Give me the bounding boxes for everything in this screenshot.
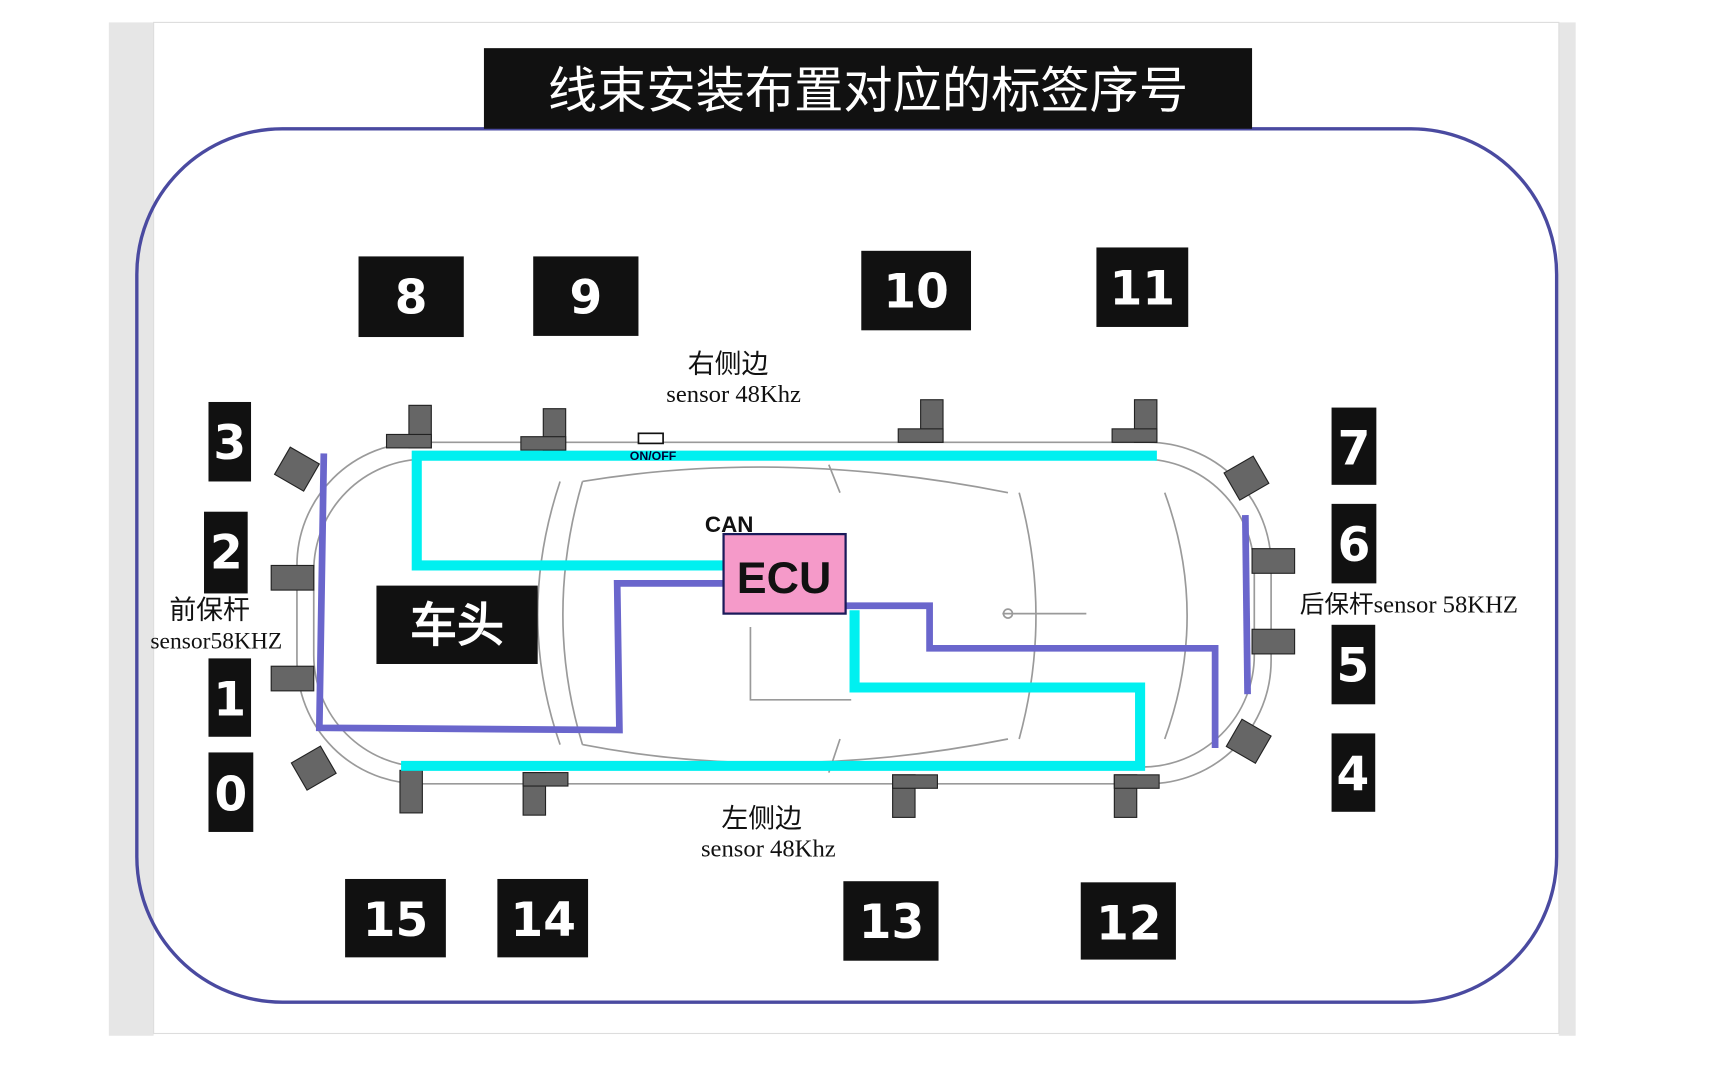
label-15: 15 — [345, 878, 446, 958]
svg-text:6: 6 — [1338, 518, 1371, 573]
title-box — [483, 48, 1253, 129]
switch-label: ON/OFF — [630, 449, 677, 463]
svg-text:4: 4 — [1336, 747, 1369, 802]
car-front-box — [376, 585, 538, 664]
left-side-title: 左侧边 — [721, 803, 802, 833]
cyan-wires — [401, 450, 1157, 771]
sensor-icon — [270, 564, 315, 591]
svg-text:15: 15 — [363, 893, 428, 948]
car-front-label: 车头 — [410, 598, 504, 653]
label-5: 5 — [1331, 624, 1376, 705]
sensors — [270, 399, 1296, 818]
page — [153, 21, 1560, 1035]
front-bumper-sensor: sensor58KHZ — [150, 628, 282, 654]
page-margin-right — [1558, 22, 1576, 1036]
sensor-icon — [1251, 548, 1296, 574]
sensor-icon — [270, 665, 315, 692]
sensor-icon — [290, 745, 337, 791]
title: 线束安装布置对应的标签序号 — [548, 62, 1188, 120]
label-3: 3 — [208, 401, 252, 482]
label-6: 6 — [1331, 503, 1377, 584]
label-12: 12 — [1080, 882, 1176, 960]
label-8: 8 — [358, 256, 464, 338]
label-10: 10 — [861, 250, 972, 331]
page-margin-left — [108, 22, 154, 1036]
switch-icon — [637, 432, 664, 445]
label-11: 11 — [1096, 247, 1189, 327]
sensor-icon — [273, 446, 321, 492]
label-2: 2 — [204, 511, 248, 594]
svg-text:2: 2 — [210, 526, 243, 581]
sensor-icon — [1225, 718, 1272, 764]
svg-text:0: 0 — [215, 767, 248, 822]
sensor-icon — [1251, 628, 1296, 655]
svg-text:10: 10 — [883, 265, 948, 320]
svg-text:5: 5 — [1336, 639, 1369, 694]
svg-text:14: 14 — [511, 893, 576, 948]
label-13: 13 — [843, 881, 939, 961]
svg-text:11: 11 — [1110, 261, 1175, 316]
label-0: 0 — [208, 752, 254, 832]
label-14: 14 — [497, 878, 589, 958]
number-labels: 8 9 10 11 3 2 1 0 7 6 5 4 15 14 13 12 — [204, 247, 1377, 961]
rear-bumper-label: 后保杆sensor 58KHZ — [1300, 590, 1518, 618]
svg-text:8: 8 — [395, 270, 428, 325]
svg-text:9: 9 — [569, 270, 602, 325]
front-bumper-title: 前保杆 — [169, 595, 250, 625]
purple-wires — [315, 453, 1251, 748]
left-side-sensor: sensor 48Khz — [701, 836, 836, 863]
ecu-label: ECU — [737, 553, 832, 603]
label-4: 4 — [1331, 733, 1376, 812]
right-side-sensor: sensor 48Khz — [666, 381, 801, 408]
label-1: 1 — [208, 658, 252, 737]
ecu-box — [722, 532, 847, 615]
right-side-title: 右侧边 — [688, 349, 769, 379]
svg-text:3: 3 — [213, 416, 246, 471]
svg-text:12: 12 — [1096, 896, 1161, 951]
label-7: 7 — [1331, 407, 1377, 485]
svg-text:13: 13 — [859, 895, 924, 950]
sensor-icon — [399, 769, 423, 814]
label-9: 9 — [533, 256, 639, 336]
svg-text:7: 7 — [1338, 422, 1371, 477]
can-label: CAN — [705, 512, 753, 537]
sensor-icon — [1223, 455, 1270, 501]
svg-text:1: 1 — [213, 672, 246, 727]
